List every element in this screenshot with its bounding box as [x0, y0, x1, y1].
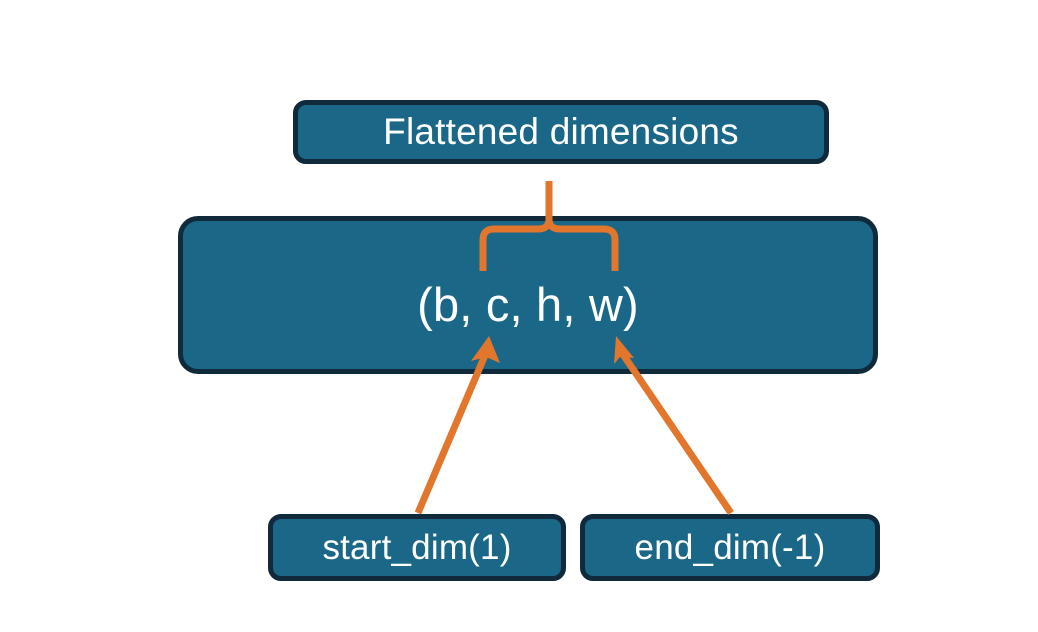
tensor-shape-label: (b, c, h, w) [417, 277, 639, 331]
flattened-dimensions-label: Flattened dimensions [383, 111, 739, 152]
flattened-dimensions-box[interactable]: Flattened dimensions [293, 100, 829, 164]
end-dim-label: end_dim(-1) [634, 527, 826, 567]
end-dim-box[interactable]: end_dim(-1) [580, 514, 880, 581]
start-dim-box[interactable]: start_dim(1) [268, 514, 566, 581]
tensor-shape-box[interactable]: (b, c, h, w) [178, 216, 878, 374]
start-dim-label: start_dim(1) [322, 527, 512, 567]
